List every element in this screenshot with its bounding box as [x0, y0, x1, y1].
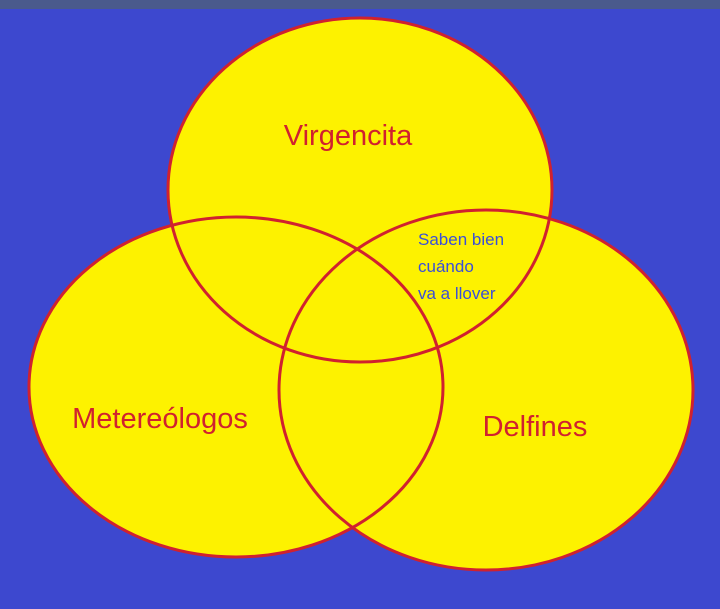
circle-outlines	[27, 16, 695, 572]
circle-outline-delfines	[277, 208, 695, 572]
label-metereologos: Metereólogos	[72, 403, 248, 435]
circle-outline-virgencita	[166, 16, 554, 364]
intersection-label-line-1: Saben bien	[418, 230, 504, 249]
circle-fills	[29, 18, 693, 570]
circle-outline-metereologos	[27, 215, 445, 559]
label-virgencita: Virgencita	[284, 120, 413, 152]
circle-fill-virgencita	[168, 18, 552, 362]
intersection-label-line-2: cuándo	[418, 257, 474, 276]
top-bar	[0, 0, 720, 9]
intersection-label-top-right: Saben bien cuándo va a llover	[418, 230, 504, 303]
intersection-label-line-3: va a llover	[418, 284, 496, 303]
label-delfines: Delfines	[483, 411, 588, 443]
